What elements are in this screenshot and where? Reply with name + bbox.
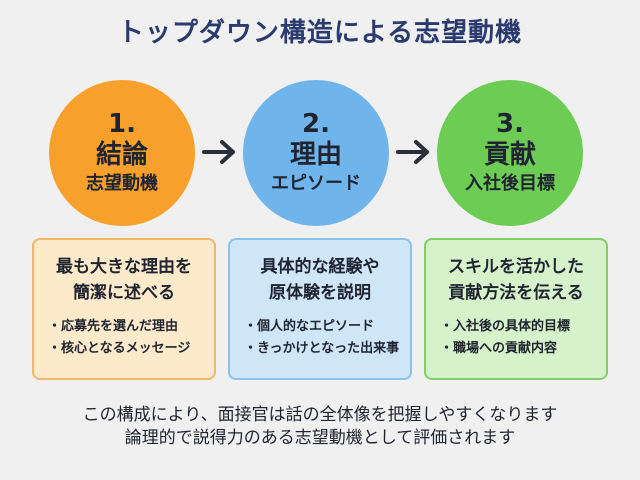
step-label: 結論 xyxy=(95,140,148,170)
footer-line: この構成により、面接官は話の全体像を把握しやすくなります xyxy=(82,405,558,425)
arrow-right-icon xyxy=(396,140,429,164)
list-item: 職場への貢献内容 xyxy=(440,338,600,360)
detail-card-contribution: スキルを活かした 貢献方法を伝える 入社後の具体的目標 職場への貢献内容 xyxy=(424,238,608,380)
card-item-list: 入社後の具体的目標 職場への貢献内容 xyxy=(432,316,600,360)
step-sublabel: エピソード xyxy=(271,173,361,194)
detail-card-reason: 具体的な経験や 原体験を説明 個人的なエピソード きっかけとなった出来事 xyxy=(228,238,412,380)
card-heading-line: 最も大きな理由を xyxy=(56,257,192,277)
card-heading-line: 簡潔に述べる xyxy=(73,283,175,303)
step-circle-contribution: 3. 貢献 入社後目標 xyxy=(437,80,583,226)
step-circle-reason: 2. 理由 エピソード xyxy=(243,80,389,226)
step-circle-conclusion: 1. 結論 志望動機 xyxy=(49,80,195,226)
card-heading: 最も大きな理由を 簡潔に述べる xyxy=(40,254,208,306)
card-item-list: 応募先を選んだ理由 核心となるメッセージ xyxy=(40,316,208,360)
step-sublabel: 入社後目標 xyxy=(465,173,555,194)
list-item: 応募先を選んだ理由 xyxy=(48,316,208,338)
step-label: 貢献 xyxy=(483,140,536,170)
step-label: 理由 xyxy=(289,140,342,170)
footer-line: 論理的で説得力のある志望動機として評価されます xyxy=(124,428,516,448)
step-sublabel: 志望動機 xyxy=(86,173,158,194)
card-heading: スキルを活かした 貢献方法を伝える xyxy=(432,254,600,306)
list-item: 核心となるメッセージ xyxy=(48,338,208,360)
card-item-list: 個人的なエピソード きっかけとなった出来事 xyxy=(236,316,404,360)
card-heading: 具体的な経験や 原体験を説明 xyxy=(236,254,404,306)
card-heading-line: 原体験を説明 xyxy=(269,283,371,303)
detail-card-conclusion: 最も大きな理由を 簡潔に述べる 応募先を選んだ理由 核心となるメッセージ xyxy=(32,238,216,380)
step-number: 3. xyxy=(496,109,524,139)
arrow-right-icon xyxy=(202,140,235,164)
list-item: 入社後の具体的目標 xyxy=(440,316,600,338)
list-item: きっかけとなった出来事 xyxy=(244,338,404,360)
card-heading-line: 貢献方法を伝える xyxy=(448,283,584,303)
step-number: 1. xyxy=(108,109,136,139)
step-number: 2. xyxy=(302,109,330,139)
list-item: 個人的なエピソード xyxy=(244,316,404,338)
page-title: トップダウン構造による志望動機 xyxy=(117,18,523,48)
card-heading-line: 具体的な経験や xyxy=(260,257,380,277)
footer-note: この構成により、面接官は話の全体像を把握しやすくなります 論理的で説得力のある志… xyxy=(0,404,640,450)
card-heading-line: スキルを活かした xyxy=(448,257,584,277)
